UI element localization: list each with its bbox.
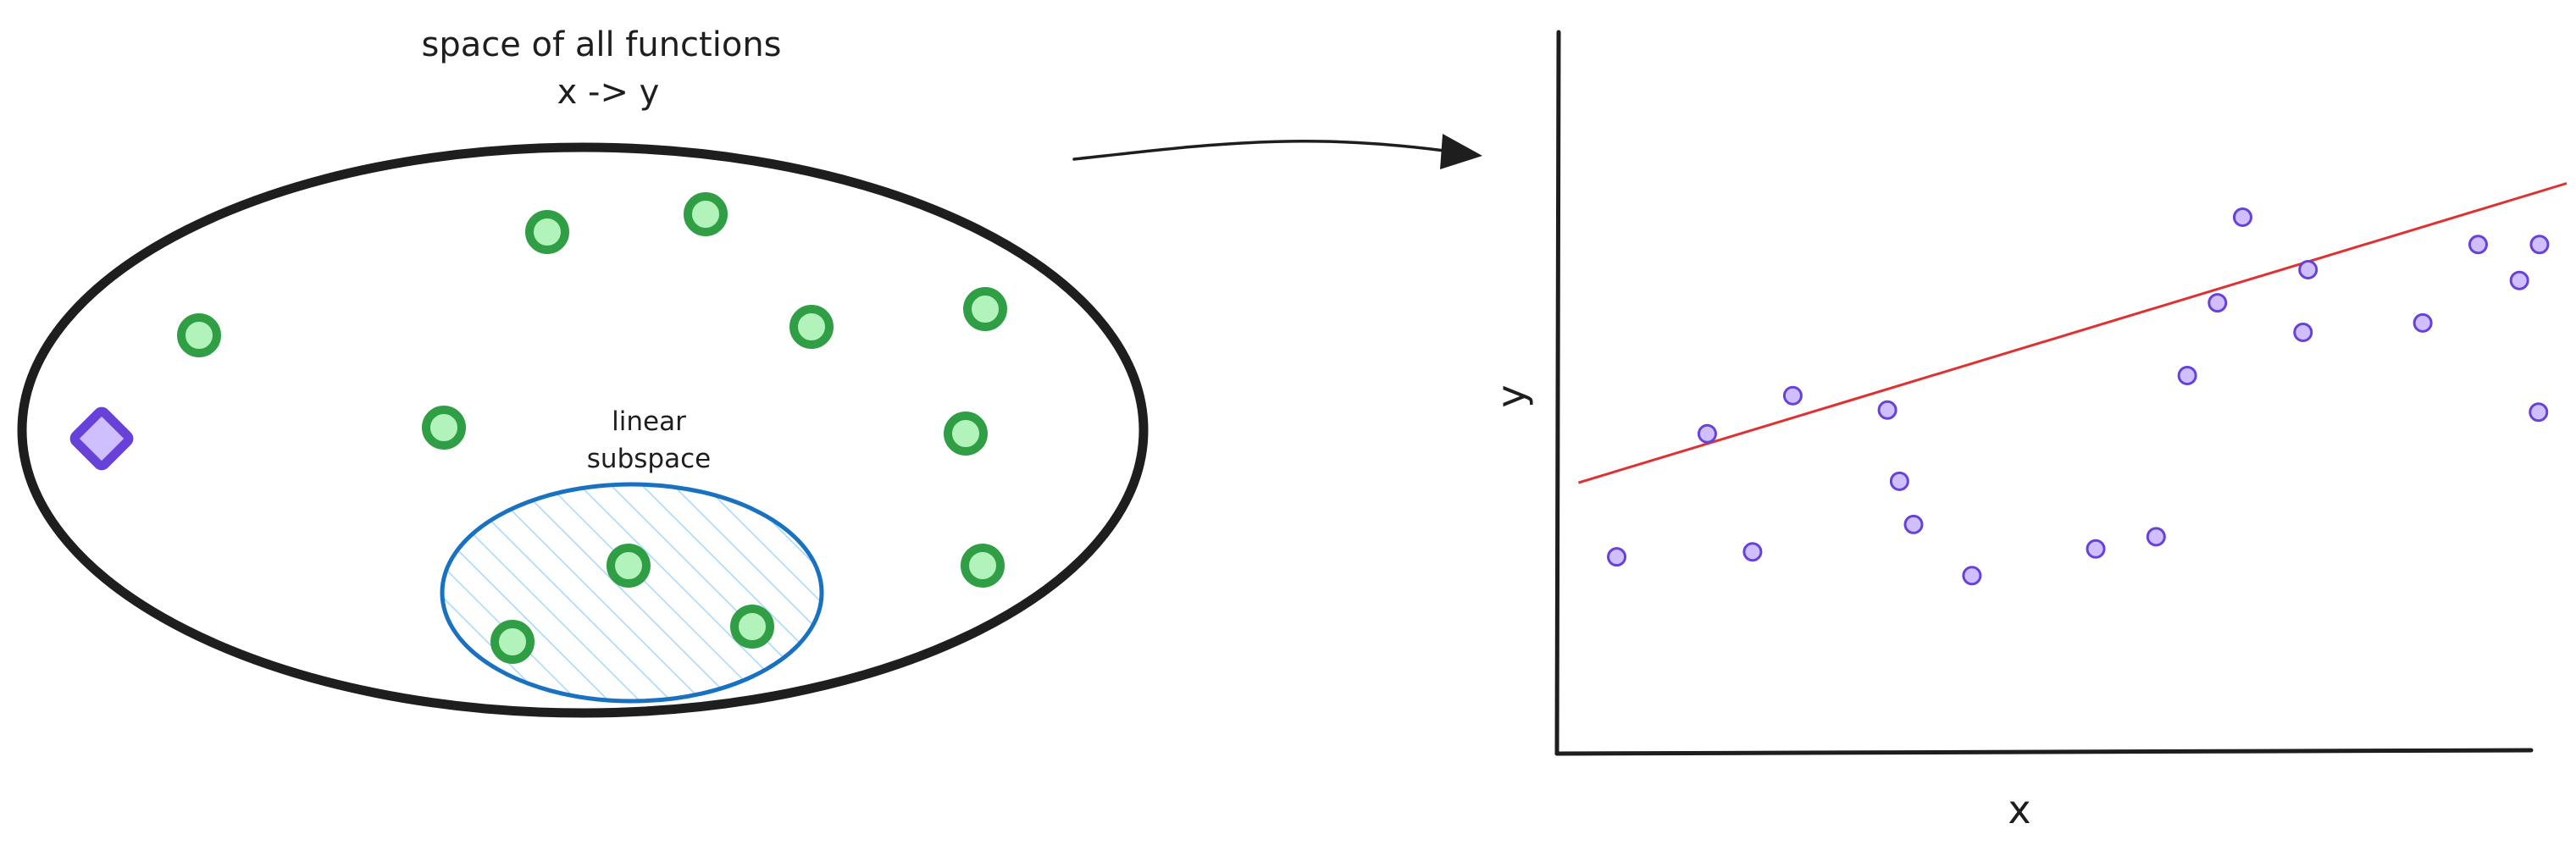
data-point-16 (2413, 312, 2433, 333)
space-title-line2: x -> y (557, 73, 660, 112)
subspace-label-line1: linear (612, 406, 686, 437)
data-point-12 (2208, 293, 2228, 313)
data-point-15 (2298, 260, 2318, 279)
data-point-9 (2086, 539, 2106, 559)
x-axis-label: x (2008, 787, 2030, 832)
scatter-chart: x y (1488, 30, 2568, 832)
data-point-13 (2232, 207, 2252, 227)
data-point-19 (2529, 402, 2549, 423)
function-points (177, 192, 1007, 664)
data-point-11 (2177, 365, 2197, 385)
function-point (963, 287, 1007, 331)
linear-function-point (490, 620, 535, 664)
linear-function-point (730, 605, 774, 649)
y-axis (1554, 30, 1561, 756)
fit-line (1577, 182, 2568, 484)
data-point-4 (1782, 385, 1803, 406)
function-space-ellipse (17, 142, 1149, 718)
function-point (422, 406, 466, 450)
data-point-1 (1607, 547, 1627, 567)
mapping-arrow (1072, 134, 1482, 169)
data-point-18 (2509, 270, 2529, 290)
data-point-6 (1889, 471, 1909, 491)
linear-function-point (607, 544, 651, 588)
function-point (525, 210, 569, 254)
function-point (684, 192, 728, 236)
data-point-7 (1903, 514, 1924, 534)
subspace-label-line2: subspace (587, 444, 711, 474)
space-title-line1: space of all functions (421, 25, 781, 64)
target-function-diamond (69, 406, 134, 471)
data-point-3 (1742, 542, 1763, 562)
arrow-head (1440, 134, 1482, 169)
y-axis-label: y (1488, 384, 1534, 407)
data-point-17 (2468, 235, 2488, 255)
data-point-10 (2146, 527, 2166, 547)
data-point-5 (1877, 400, 1897, 420)
function-point (944, 412, 988, 456)
linear-subspace-ellipse (440, 482, 824, 704)
x-axis (1554, 748, 2534, 756)
function-point (961, 544, 1005, 588)
data-point-20 (2529, 235, 2550, 255)
data-point-2 (1697, 423, 1717, 444)
left-panel: space of all functions x -> y linear sub… (17, 25, 1149, 718)
data-point-14 (2293, 322, 2313, 342)
function-point (177, 313, 221, 357)
function-point (789, 305, 834, 349)
arrow-shaft (1072, 140, 1459, 161)
data-points (1607, 207, 2550, 586)
data-point-8 (1962, 566, 1982, 586)
